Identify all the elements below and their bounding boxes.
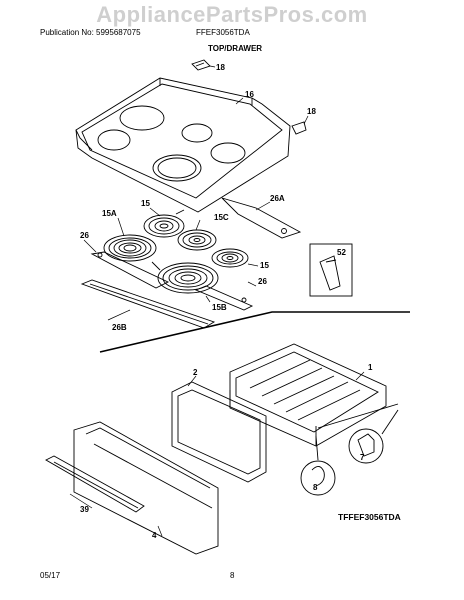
callout-26a: 26A (270, 194, 285, 203)
callout-15-right: 15 (260, 261, 269, 270)
callout-15b: 15B (212, 303, 227, 312)
diagram-code: TFFEF3056TDA (338, 512, 401, 522)
callout-26-right: 26 (258, 277, 267, 286)
callout-8: 8 (313, 483, 318, 492)
callout-26b: 26B (112, 323, 127, 332)
bracket-26a (221, 197, 302, 239)
section-title: TOP/DRAWER (208, 44, 263, 53)
drawer-door-4 (73, 421, 219, 555)
callout-4: 4 (152, 531, 157, 540)
footer-page-number: 8 (230, 571, 235, 580)
surface-element-15 (143, 209, 185, 238)
watermark: AppliancePartsPros.com (96, 2, 368, 27)
publication-number: Publication No: 5995687075 (40, 28, 141, 37)
drawer-handle-39 (45, 455, 145, 513)
callout-18-right: 18 (307, 107, 316, 116)
part-8-circle (300, 435, 336, 496)
callout-15a: 15A (102, 209, 117, 218)
section-divider (99, 311, 410, 353)
cooktop-glass-top (75, 77, 291, 213)
trim-26b (80, 279, 216, 329)
callout-1: 1 (368, 363, 373, 372)
surface-element-15b (151, 261, 219, 294)
callout-52: 52 (337, 248, 346, 257)
surface-element-15-right (211, 248, 249, 268)
callout-39: 39 (80, 505, 89, 514)
bracket-18-right (291, 121, 307, 135)
model-number: FFEF3056TDA (196, 28, 250, 37)
callout-15-top: 15 (141, 199, 150, 208)
footer-date: 05/17 (40, 571, 61, 580)
leader-lines (69, 65, 365, 537)
surface-element-15a (103, 234, 157, 262)
callout-7: 7 (360, 453, 365, 462)
surface-element-15c (177, 229, 217, 251)
callout-2: 2 (193, 368, 198, 377)
support-bracket-26-right (194, 285, 254, 311)
callout-26-left: 26 (80, 231, 89, 240)
bracket-18-left (191, 59, 211, 71)
callout-16: 16 (245, 90, 254, 99)
callout-18-top: 18 (216, 63, 225, 72)
drawer-body-1 (229, 343, 399, 447)
callout-15c: 15C (214, 213, 229, 222)
drawer-front-panel-2 (171, 381, 267, 483)
part-52-box (309, 243, 353, 297)
part-7-circle (348, 409, 399, 464)
support-bracket-26-left (90, 251, 170, 289)
